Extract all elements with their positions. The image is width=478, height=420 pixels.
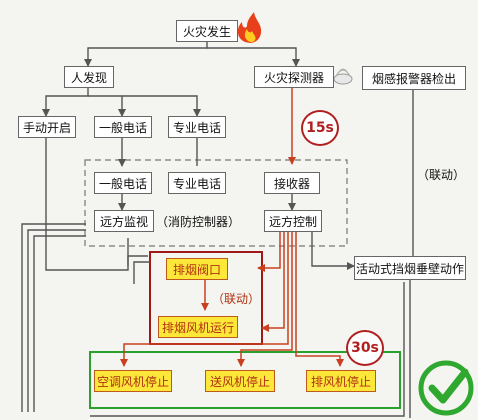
human-discovery-box: 人发现 [64, 66, 114, 88]
smoke-detector-icon [333, 68, 353, 85]
receiver-box: 接收器 [264, 172, 320, 194]
manual-start-box: 手动开启 [18, 116, 76, 138]
special-phone-inner-box: 专业电话 [168, 172, 226, 194]
check-mark-icon [418, 360, 474, 416]
general-phone-inner-box: 一般电话 [94, 172, 152, 194]
exhaust-fan-run-box: 排烟风机运行 [158, 316, 238, 338]
general-phone-top-box: 一般电话 [94, 116, 152, 138]
special-phone-top-box: 专业电话 [168, 116, 226, 138]
fan-stop-green-frame [89, 351, 401, 409]
smoke-alarm-box: 烟感报警器检出 [362, 66, 466, 90]
exhaust-fan-stop-box: 排风机停止 [306, 370, 376, 392]
ac-stop-box: 空调风机停止 [94, 370, 172, 392]
badge-30s: 30s [346, 330, 384, 366]
remote-monitor-box: 远方监视 [94, 210, 154, 232]
fire-detector-box: 火灾探测器 [254, 66, 334, 88]
fire-occurs-box: 火灾发生 [176, 20, 238, 42]
supply-fan-stop-box: 送风机停止 [205, 370, 275, 392]
badge-15s: 15s [301, 110, 339, 146]
smoke-damper-box: 排烟阀口 [166, 258, 228, 280]
fire-controller-label: （消防控制器） [156, 215, 241, 229]
fire-icon [237, 12, 262, 43]
remote-control-box: 远方控制 [264, 210, 322, 232]
linkage-right-label: （联动） [417, 168, 466, 182]
linkage-inner-label: （联动） [212, 292, 261, 306]
control-center-frame [84, 159, 348, 247]
smoke-barrier-box: 活动式挡烟垂壁动作 [354, 256, 466, 280]
